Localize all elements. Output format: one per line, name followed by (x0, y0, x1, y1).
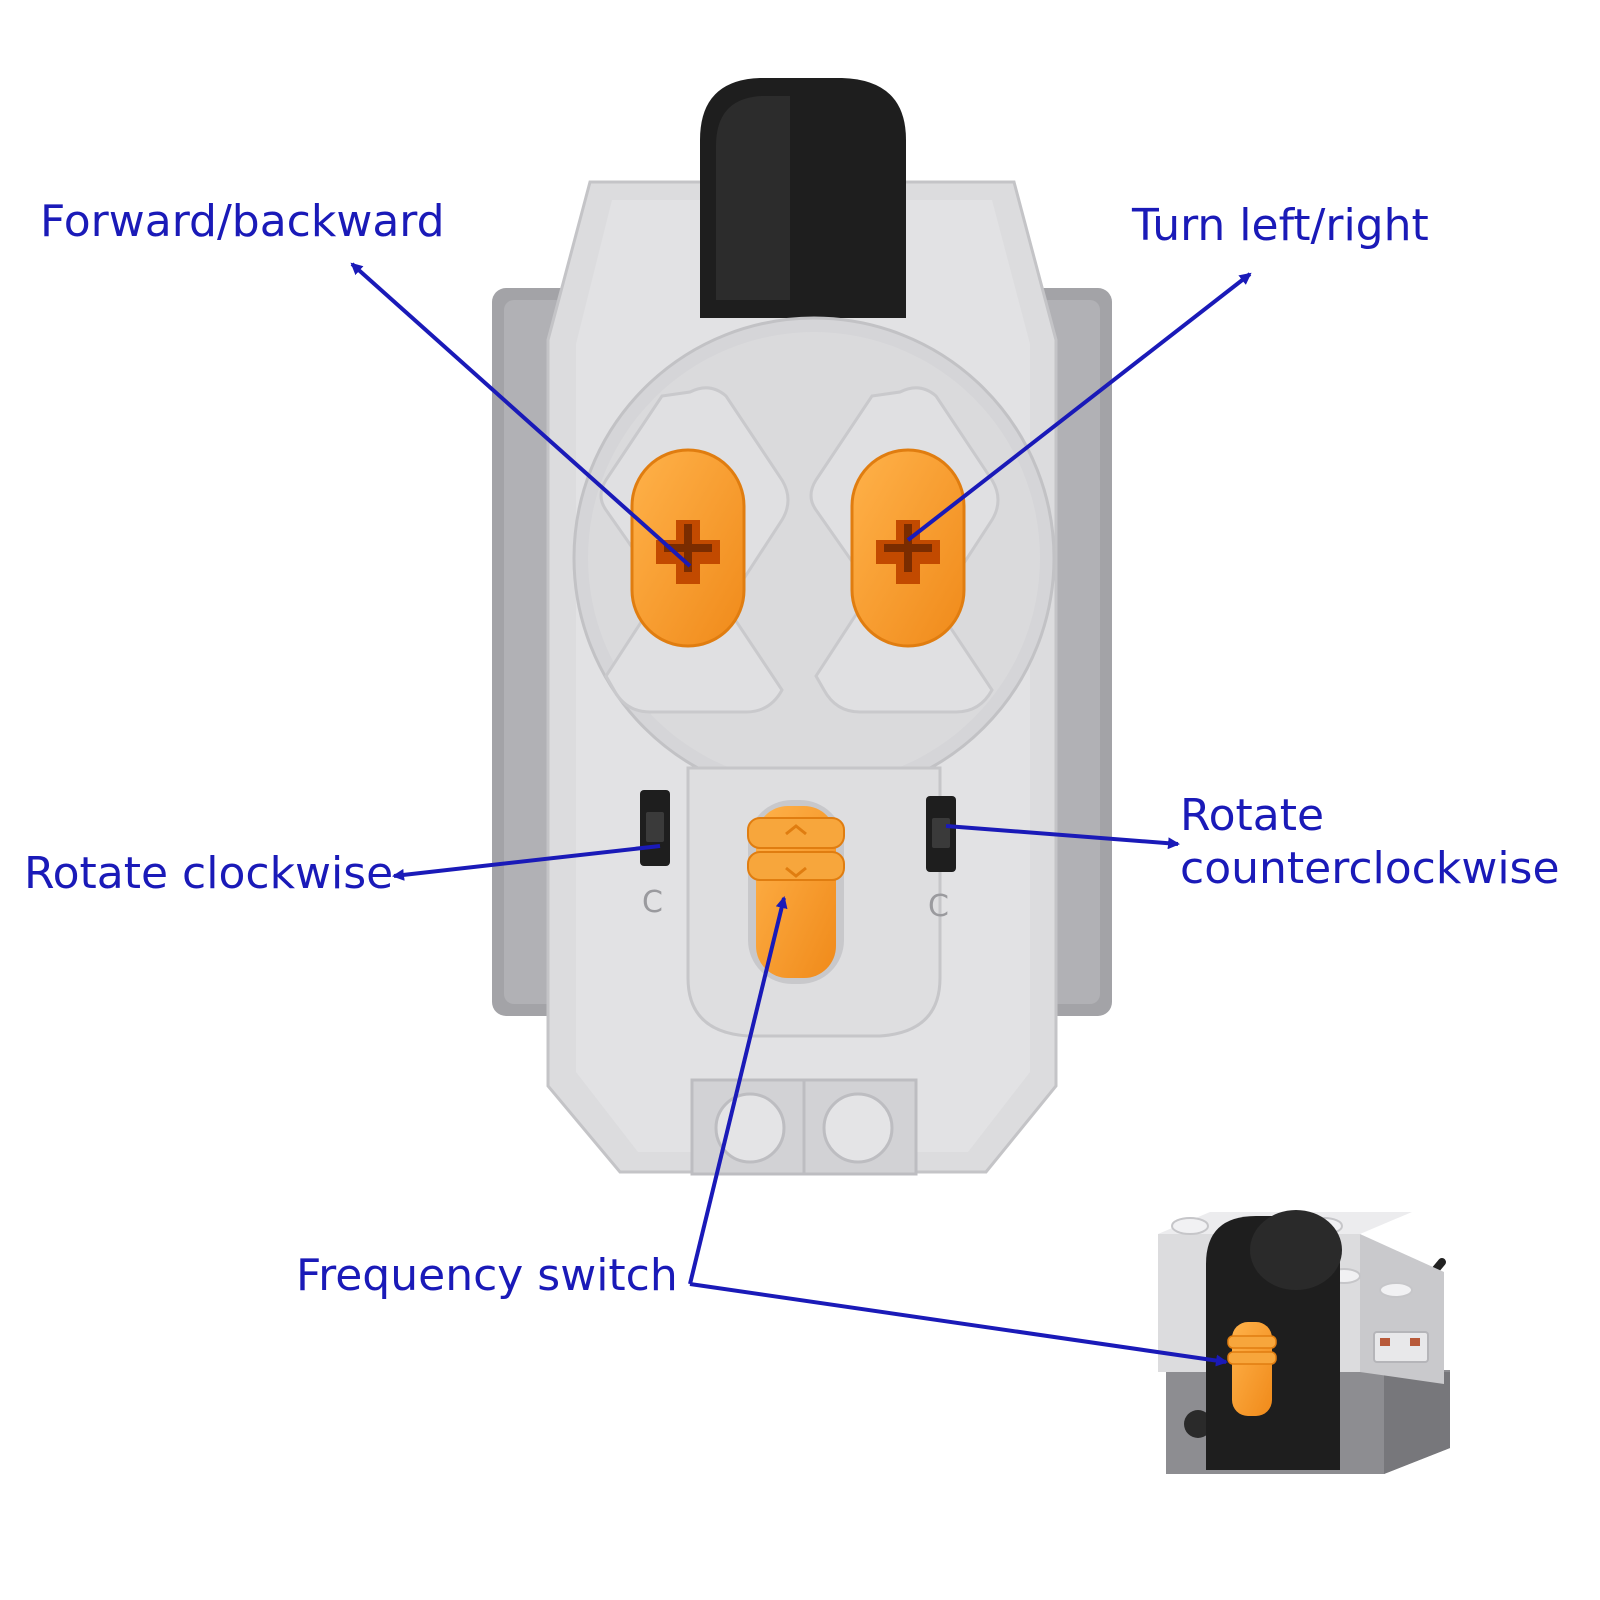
antenna-icon (700, 78, 906, 318)
label-rotate-counterclockwise-line2: counterclockwise (1180, 842, 1560, 894)
bottom-studs (690, 1078, 918, 1176)
ir-receiver (1158, 1210, 1450, 1474)
label-frequency-switch: Frequency switch (296, 1250, 678, 1301)
rotate-counterclockwise-switch[interactable] (926, 796, 956, 872)
label-rotate-counterclockwise: Rotate counterclockwise (1180, 790, 1560, 896)
forward-backward-lever[interactable] (630, 448, 746, 648)
turn-left-right-lever[interactable] (850, 448, 966, 648)
arrow-frequency-switch-receiver (689, 1282, 1228, 1367)
rotate-clockwise-switch[interactable] (640, 790, 670, 866)
frequency-switch[interactable] (747, 806, 845, 978)
annotation-arrows (350, 262, 1252, 1367)
label-rotate-clockwise: Rotate clockwise (24, 848, 394, 899)
direction-right-glyph: C (928, 889, 949, 924)
arrow-rotate-counterclockwise (945, 824, 1180, 850)
label-forward-backward: Forward/backward (40, 196, 445, 247)
label-turn-left-right: Turn left/right (1132, 200, 1429, 251)
arrow-rotate-clockwise (392, 844, 661, 881)
direction-left-glyph: C (642, 885, 663, 920)
label-rotate-counterclockwise-line1: Rotate (1180, 790, 1325, 841)
arrow-turn-left-right (906, 272, 1252, 542)
arrow-frequency-switch-remote (688, 896, 788, 1285)
arrow-forward-backward (350, 262, 692, 568)
